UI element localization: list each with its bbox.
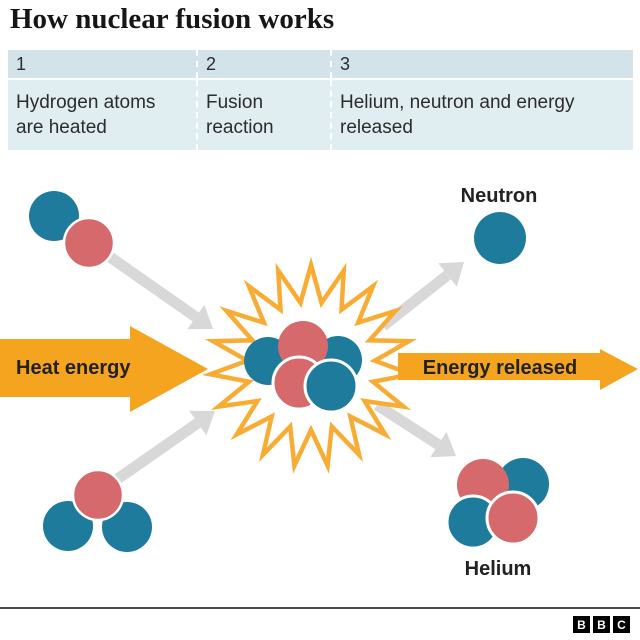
helium-label: Helium: [464, 558, 532, 580]
bbc-logo-letter: B: [573, 616, 590, 633]
neutron-label: Neutron: [460, 185, 538, 207]
step-3-number: 3: [330, 50, 633, 78]
step-1-desc: Hydrogen atoms are heated: [16, 92, 156, 138]
steps-header-row: 1 2 3: [8, 50, 633, 78]
energy-released-label: Energy released: [422, 357, 578, 379]
motion-arrow-bottom-left-head: [189, 410, 215, 436]
page-title: How nuclear fusion works: [10, 3, 335, 35]
hydrogen2-proton-particle: [71, 468, 125, 522]
heat-energy-label: Heat energy: [16, 357, 131, 379]
motion-arrow-bottom-left-shaft: [102, 418, 201, 492]
hydrogen1-neutron-particle: [29, 191, 79, 241]
step-2-number: 2: [196, 50, 330, 78]
motion-arrow-top-left-head: [187, 304, 213, 330]
step-3-desc: Helium, neutron and energy released: [330, 80, 633, 150]
motion-arrow-to-helium-head: [430, 432, 456, 458]
bbc-logo-letter: C: [613, 616, 630, 633]
neutron-particle: [474, 212, 526, 264]
energy-released-arrow: [398, 349, 638, 390]
footer-rule: [0, 607, 640, 609]
heat-energy-arrow: [0, 326, 208, 412]
motion-arrow-to-neutron-shaft: [379, 270, 451, 331]
motion-arrow-top-left-shaft: [96, 245, 199, 322]
steps-table: 1 2 3 Hydrogen atoms are heated Fusion r…: [8, 50, 633, 150]
bbc-logo-letter: B: [593, 616, 610, 633]
hydrogen1-proton-particle: [62, 216, 116, 270]
motion-arrow-to-neutron-head: [438, 262, 464, 287]
step-1-number: 1: [16, 54, 27, 74]
motion-arrow-to-helium-shaft: [374, 400, 442, 450]
bbc-logo: B B C: [573, 616, 630, 633]
nucleus-neutron-particle-bottom: [303, 358, 359, 414]
helium-proton-particle-bottom: [485, 490, 541, 546]
step-2-desc: Fusion reaction: [196, 80, 330, 150]
steps-desc-row: Hydrogen atoms are heated Fusion reactio…: [8, 80, 633, 150]
